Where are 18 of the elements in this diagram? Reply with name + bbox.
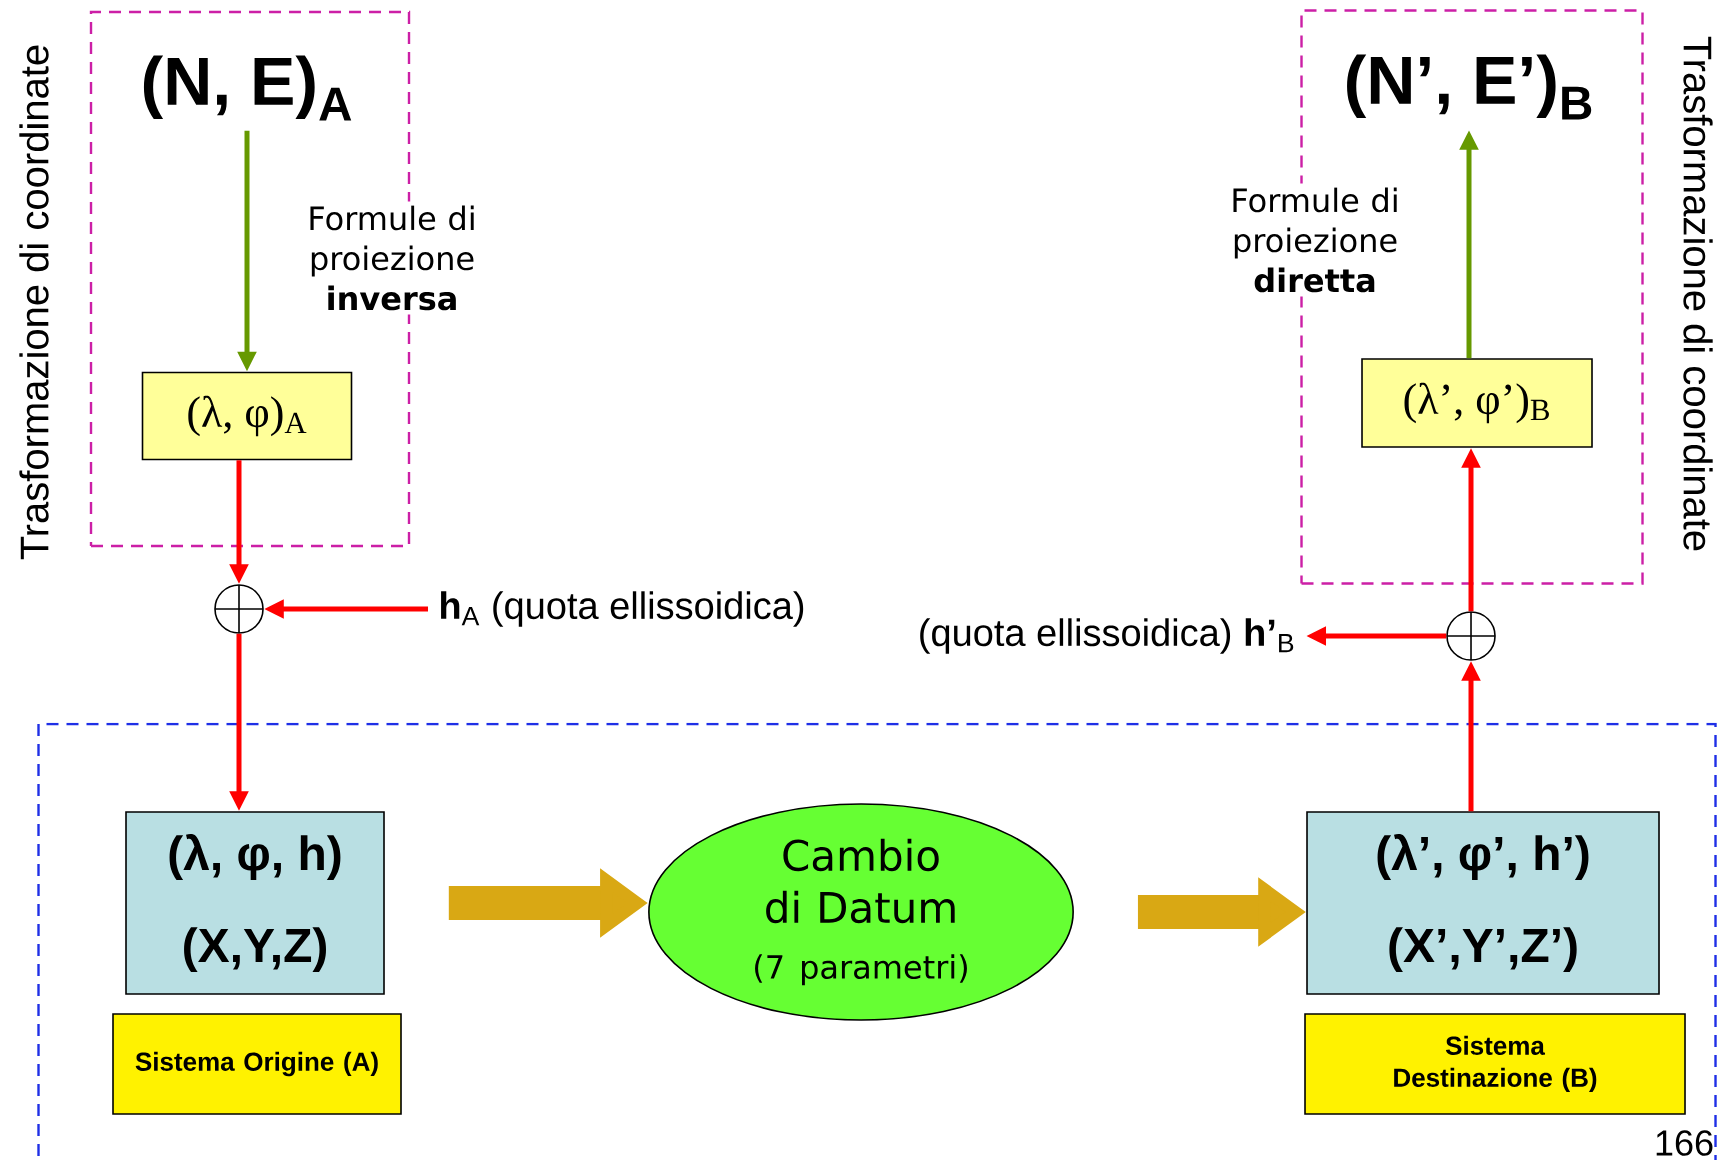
system-label: Sistema Destinazione (B) [1304, 1013, 1686, 1115]
system-label: Sistema Origine (A) [112, 1013, 402, 1115]
edge-label: Formule di proiezione inversa [278, 201, 506, 315]
sum-symbol [1446, 611, 1496, 661]
coordinate-label: (N, E)$_{A}$ [143, 55, 352, 121]
coordinate-box: (λ, φ, h) (X,Y,Z) [125, 811, 385, 995]
coordinate-box: (λ’, φ’, h’) (X’,Y’,Z’) [1306, 811, 1660, 995]
dashed-frame [37, 722, 1717, 1160]
coordinate-label: (N’, E’)$_{B}$ [1347, 54, 1592, 120]
node-label: Trasformazione di coordinate [1683, 36, 1713, 551]
height-label: (quota ellissoidica) h’$_{B}$ [920, 618, 1294, 654]
height-label: h$_{A}$ (quota ellissoidica) [441, 591, 804, 627]
sum-symbol [214, 584, 264, 634]
node-label: Trasformazione di coordinate [19, 45, 49, 560]
coordinate-box: (λ, φ)$_{A}$ [141, 371, 353, 461]
coordinate-box: (λ’, φ’)$_{B}$ [1361, 358, 1593, 448]
page-number: 166 [1656, 1130, 1713, 1156]
edge-label: Formule di proiezione diretta [1201, 183, 1429, 297]
